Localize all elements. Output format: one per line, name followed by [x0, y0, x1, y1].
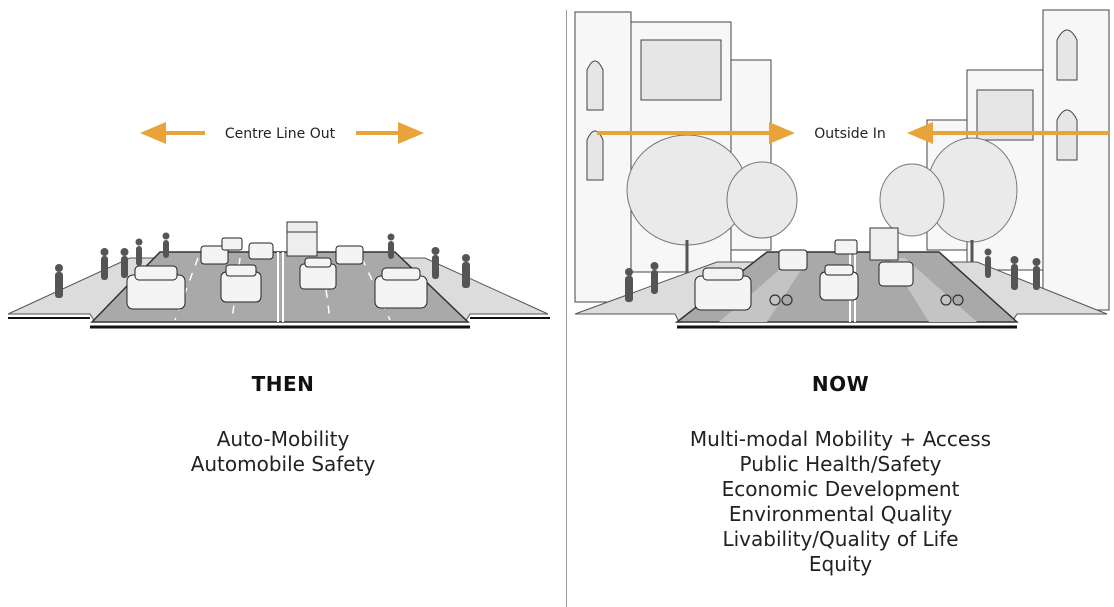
now-goal-item: Public Health/Safety — [739, 452, 942, 476]
then-goal-item: Auto-Mobility — [216, 427, 350, 451]
arrow-left-icon — [907, 122, 933, 144]
centre-line-out-label: Centre Line Out — [225, 126, 336, 142]
arrow-left-icon — [140, 122, 166, 144]
car — [694, 239, 914, 311]
outside-in-arrow: Outside In — [597, 122, 1109, 144]
street-trees — [626, 134, 1018, 300]
then-goal-item: Automobile Safety — [190, 452, 376, 476]
now-goal-item: Environmental Quality — [728, 502, 953, 526]
now-goal-item: Equity — [808, 552, 873, 576]
arrow-right-icon — [769, 122, 795, 144]
now-heading: NOW — [811, 372, 870, 396]
centre-line-out-arrow: Centre Line Out — [140, 122, 424, 144]
now-street-illustration: Outside In — [574, 9, 1110, 329]
pedestrians — [55, 232, 470, 298]
arrow-right-icon — [398, 122, 424, 144]
truck — [869, 227, 899, 261]
truck — [286, 221, 318, 257]
cyclists — [769, 294, 964, 306]
then-goals-list: Auto-Mobility Automobile Safety — [0, 427, 566, 477]
now-goal-item: Multi-modal Mobility + Access — [689, 427, 992, 451]
panel-divider — [566, 10, 567, 607]
now-goal-item: Livability/Quality of Life — [722, 527, 959, 551]
car — [126, 237, 428, 310]
pedestrians — [625, 248, 1041, 302]
now-goals-list: Multi-modal Mobility + Access Public Hea… — [567, 427, 1114, 577]
then-street-illustration: Centre Line Out — [7, 122, 550, 329]
outside-in-label: Outside In — [814, 126, 886, 142]
now-panel: Outside In — [567, 0, 1114, 607]
then-panel: Centre Line Out — [0, 122, 566, 477]
then-heading: THEN — [251, 372, 315, 396]
now-goal-item: Economic Development — [721, 477, 960, 501]
